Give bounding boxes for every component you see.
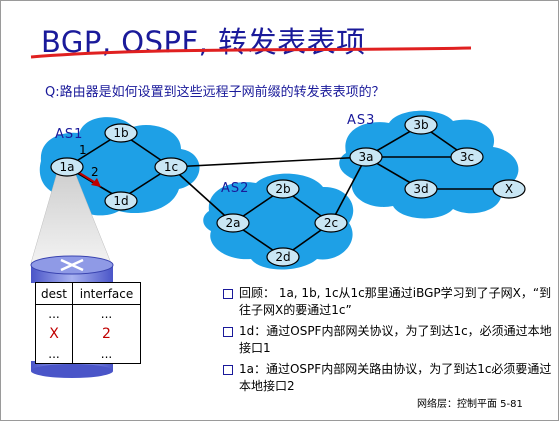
svg-text:2b: 2b — [275, 182, 290, 196]
router-1d: 1d — [104, 191, 138, 211]
svg-text:3b: 3b — [413, 118, 428, 132]
router-1b: 1b — [104, 123, 138, 143]
interface-label-1: 1 — [79, 143, 87, 157]
as3-label: AS3 — [347, 113, 376, 128]
router-cylinder-icon — [30, 255, 114, 378]
svg-text:1b: 1b — [113, 126, 128, 140]
as2-label: AS2 — [221, 181, 250, 196]
question-text: Q:路由器是如何设置到这些远程子网前缀的转发表表项的？ — [45, 85, 385, 100]
router-3c: 3c — [450, 147, 484, 167]
as3-cloud — [339, 110, 519, 219]
checkbox-icon — [223, 327, 233, 337]
as2-cloud — [203, 173, 354, 270]
bullet-item: 回顾： 1a, 1b, 1c从1c那里通过iBGP学习到了子网X，“到往子网X的… — [223, 285, 553, 319]
svg-text:1c: 1c — [164, 160, 178, 174]
table-cell: ... — [100, 346, 113, 361]
table-cell-interface-2: 2 — [102, 325, 111, 342]
svg-text:2a: 2a — [226, 216, 241, 230]
svg-text:X: X — [505, 182, 513, 196]
slide-footer: 网络层：控制平面 5-81 — [417, 399, 523, 410]
table-cell: ... — [100, 307, 113, 322]
table-cell: ... — [48, 307, 60, 322]
as1-label: AS1 — [55, 127, 84, 142]
svg-text:3d: 3d — [413, 182, 428, 196]
bullet-list: 回顾： 1a, 1b, 1c从1c那里通过iBGP学习到了子网X，“到往子网X的… — [223, 285, 553, 399]
table-cell-dest-x: X — [49, 325, 59, 342]
table-body: ... X ... ... 2 ... — [36, 305, 140, 363]
router-3b: 3b — [404, 115, 438, 135]
svg-text:3a: 3a — [359, 150, 374, 164]
router-2d: 2d — [266, 247, 300, 267]
router-2c: 2c — [314, 213, 348, 233]
svg-text:1a: 1a — [60, 160, 75, 174]
router-2b: 2b — [266, 179, 300, 199]
forwarding-table: dest interface ... X ... ... 2 ... — [35, 282, 141, 364]
svg-text:2d: 2d — [275, 250, 290, 264]
table-cell: ... — [48, 346, 60, 361]
router-2a: 2a — [216, 213, 250, 233]
svg-text:1d: 1d — [113, 194, 128, 208]
destination-x: X — [492, 179, 526, 199]
router-3d: 3d — [404, 179, 438, 199]
bullet-item: 1d：通过OSPF内部网关协议，为了到达1c，必须通过本地接口1 — [223, 323, 553, 357]
interface-label-2: 2 — [91, 165, 99, 179]
bullet-item: 1a：通过OSPF内部网关路由协议，为了到达1c必须要通过本地接口2 — [223, 361, 553, 395]
svg-text:3c: 3c — [460, 150, 474, 164]
router-1a: 1a — [50, 157, 84, 177]
title-underline — [30, 46, 472, 59]
checkbox-icon — [223, 289, 233, 299]
header-interface: interface — [79, 286, 134, 301]
header-dest: dest — [36, 283, 73, 304]
router-1c: 1c — [154, 157, 188, 177]
svg-text:2c: 2c — [324, 216, 338, 230]
checkbox-icon — [223, 365, 233, 375]
router-3a: 3a — [349, 147, 383, 167]
table-header: dest interface — [36, 283, 140, 305]
